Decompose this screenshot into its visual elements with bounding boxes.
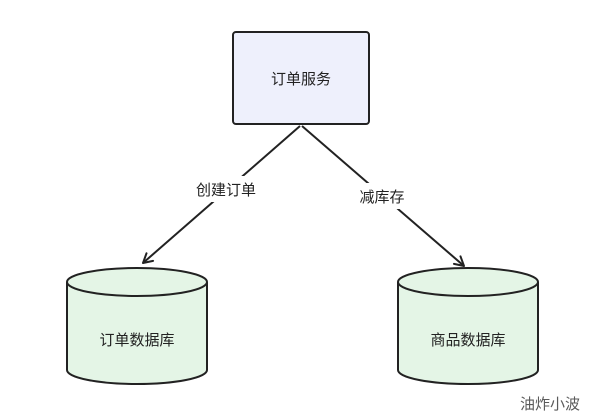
order-service-label: 订单服务 — [271, 70, 331, 88]
order-db-node: 订单数据库 — [66, 267, 208, 385]
create-order-label-bg — [188, 176, 264, 202]
reduce-stock-label: 减库存 — [359, 188, 404, 206]
product-db-body — [397, 282, 539, 385]
product-db-top — [397, 267, 539, 297]
order-service-node: 订单服务 — [232, 31, 370, 125]
order-service-box — [232, 31, 370, 125]
order-db-body — [66, 282, 208, 385]
order-db-label: 订单数据库 — [99, 331, 174, 349]
order-db-top — [66, 267, 208, 297]
product-db-label: 商品数据库 — [430, 331, 505, 349]
edge-create-order: 创建订单 — [142, 125, 301, 264]
edge-reduce-stock: 减库存 — [301, 125, 465, 267]
create-order-label: 创建订单 — [196, 181, 256, 199]
watermark-text: 油炸小波 — [520, 395, 580, 413]
product-db-node: 商品数据库 — [397, 267, 539, 385]
reduce-stock-label-bg — [350, 183, 412, 209]
